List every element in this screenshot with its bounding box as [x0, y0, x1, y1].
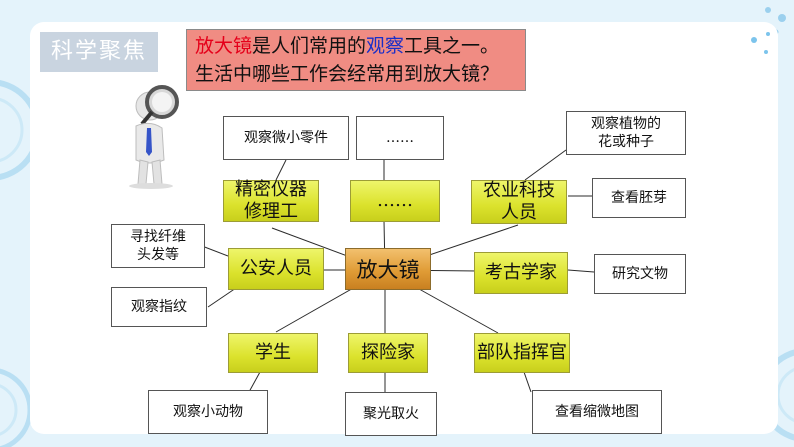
use-gather-light-fire: 聚光取火: [345, 392, 437, 436]
use-observe-plants-line1: 观察植物的: [591, 116, 661, 132]
category-precision-repairer: 精密仪器 修理工: [223, 179, 319, 222]
category-etc-mid: ……: [350, 180, 440, 222]
use-observe-parts: 观察微小零件: [223, 116, 349, 160]
use-check-microfilm-map: 查看缩微地图: [532, 390, 662, 434]
use-find-fibers-line2: 头发等: [137, 247, 179, 263]
category-agri-tech: 农业科技 人员: [471, 180, 567, 224]
question-box: 放大镜是人们常用的观察工具之一。 生活中哪些工作会经常用到放大镜？: [186, 29, 526, 91]
question-text-a: 是人们常用的: [252, 35, 367, 57]
use-observe-fingerprints: 观察指纹: [111, 287, 207, 327]
question-line-1: 放大镜是人们常用的观察工具之一。: [195, 32, 517, 60]
use-observe-plants: 观察植物的 花或种子: [566, 111, 686, 155]
category-archaeologist: 考古学家: [474, 252, 568, 294]
keyword-observe: 观察: [366, 35, 405, 57]
corner-dots-icon: [751, 32, 770, 54]
category-precision-line2: 修理工: [244, 201, 298, 222]
category-agri-line2: 人员: [501, 202, 537, 223]
use-observe-small-animals: 观察小动物: [148, 390, 268, 434]
use-etc-top: ……: [356, 116, 444, 160]
center-magnifier: 放大镜: [345, 248, 431, 290]
question-text-b: 工具之一。: [404, 35, 500, 57]
use-observe-plants-line2: 花或种子: [598, 134, 654, 150]
magnifier-person-icon: [116, 80, 186, 190]
question-line-2: 生活中哪些工作会经常用到放大镜？: [195, 63, 500, 85]
keyword-magnifier: 放大镜: [195, 35, 253, 57]
category-agri-line1: 农业科技: [483, 180, 555, 201]
category-police: 公安人员: [228, 248, 324, 290]
category-army-commander: 部队指挥官: [474, 333, 570, 373]
section-tag: 科学聚焦: [40, 32, 158, 72]
use-find-fibers: 寻找纤维 头发等: [111, 224, 205, 268]
use-study-relics: 研究文物: [594, 254, 686, 294]
use-check-embryo: 查看胚芽: [592, 178, 686, 218]
category-precision-line1: 精密仪器: [235, 179, 307, 200]
category-student: 学生: [228, 333, 318, 373]
use-find-fibers-line1: 寻找纤维: [130, 229, 186, 245]
category-explorer: 探险家: [348, 333, 428, 373]
